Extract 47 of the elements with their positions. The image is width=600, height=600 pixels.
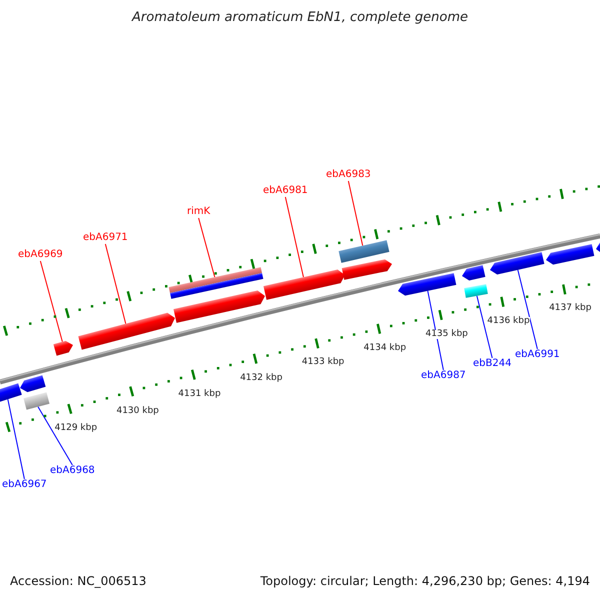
gene-label: ebB244	[473, 359, 512, 369]
gene-label: ebA6983	[326, 170, 371, 180]
gene-label: ebA6991	[515, 350, 560, 360]
scale-label: 4132 kbp	[240, 374, 282, 383]
gene-label: ebA6967	[2, 480, 47, 490]
scale-label: 4130 kbp	[116, 406, 159, 416]
scale-label: 4129 kbp	[54, 424, 98, 434]
gene-label: ebA6971	[83, 233, 128, 243]
gene-feature	[490, 252, 544, 275]
gene-feature	[263, 270, 345, 300]
gene-bar	[464, 284, 488, 298]
leader-line	[7, 398, 25, 480]
leader-line	[348, 180, 364, 246]
scale-label: 4131 kbp	[178, 390, 221, 399]
gene-feature	[398, 273, 456, 296]
gene-feature	[173, 290, 265, 323]
scale-label: 4137 kbp	[549, 304, 592, 313]
leader-line	[427, 290, 444, 370]
footer-text: Accession: NC_006513	[10, 575, 146, 587]
gene-bar	[338, 240, 390, 263]
leader-line	[198, 218, 216, 278]
gene-feature	[462, 265, 486, 281]
gene-feature	[0, 383, 22, 402]
scale-label: 4133 kbp	[302, 358, 344, 368]
leader-line	[40, 260, 63, 342]
gene-feature	[20, 375, 46, 392]
gene-feature	[53, 340, 73, 356]
gene-label: ebA6968	[50, 466, 95, 476]
gene-feature	[596, 240, 600, 254]
leader-line	[284, 196, 304, 278]
scale-label: 4134 kbp	[364, 344, 406, 353]
title: Aromatoleum aromaticum EbN1, complete genome	[130, 11, 469, 24]
scale-label: 4136 kbp	[487, 316, 530, 326]
leader-line	[517, 269, 538, 350]
gene-label: ebA6987	[421, 371, 466, 381]
gene-label: ebA6981	[263, 186, 308, 196]
scale-label: 4135 kbp	[425, 330, 468, 339]
gene-feature	[546, 244, 594, 265]
footer-text: Topology: circular; Length: 4,296,230 bp; Genes: 4,194	[260, 575, 590, 587]
gene-label: rimK	[187, 207, 210, 217]
gene-feature	[78, 312, 175, 350]
leader-line	[38, 406, 73, 466]
leader-line	[104, 244, 126, 324]
gene-label: ebA6969	[18, 250, 63, 260]
gene-bar	[168, 267, 264, 299]
gene-feature	[342, 259, 392, 280]
gene-bar	[23, 392, 50, 410]
